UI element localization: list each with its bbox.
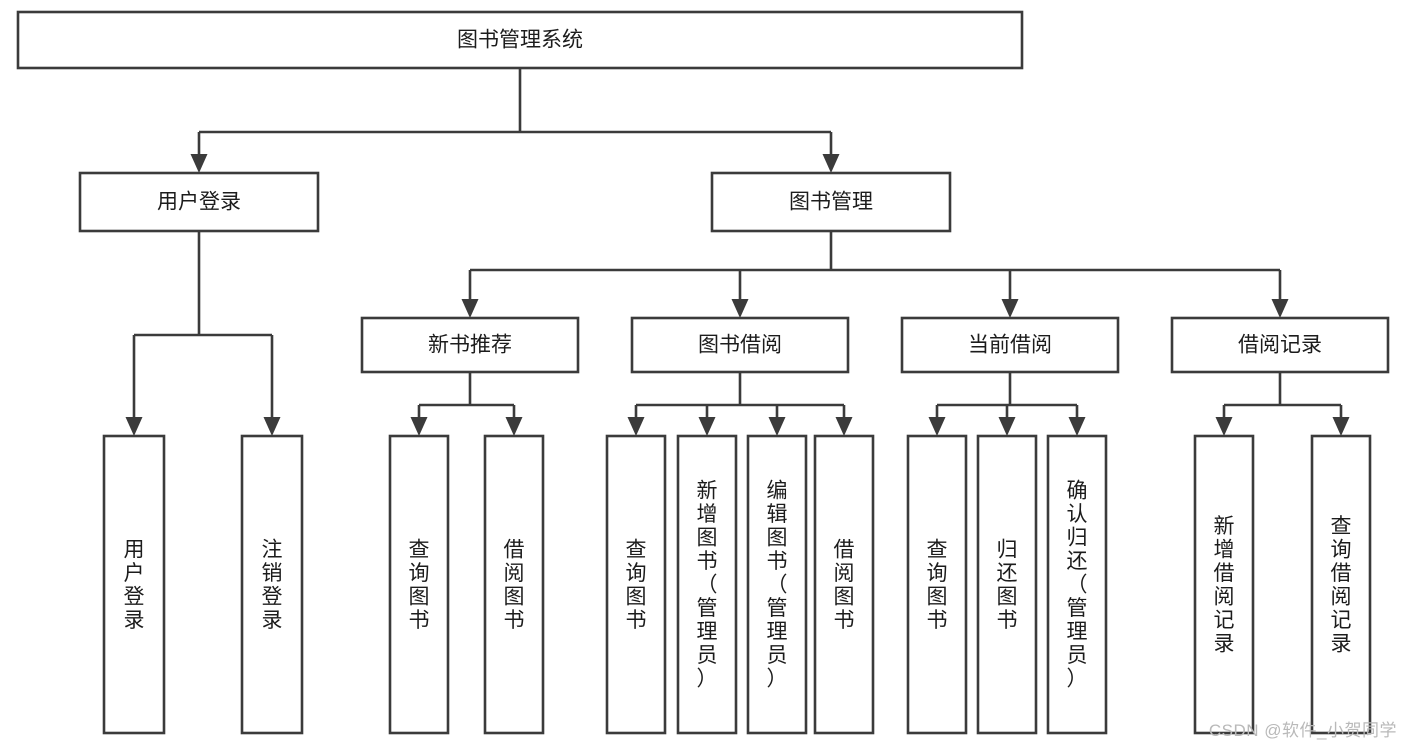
- level2-node-rect[interactable]: [1170, 316, 1390, 374]
- level1-node-label: 用户登录: [157, 191, 241, 214]
- leaf-node-12[interactable]: 新增借阅记录: [1193, 434, 1255, 735]
- level2-node-2[interactable]: 图书借阅: [630, 316, 850, 374]
- leaf-node-rect[interactable]: [483, 434, 545, 735]
- leaf-node-rect[interactable]: [102, 434, 166, 735]
- arrow-head-icon: [1271, 299, 1289, 318]
- level1-node-rect[interactable]: [78, 171, 320, 233]
- leaf-node-label: 查询图书: [409, 538, 430, 632]
- arrow-head-icon: [1332, 417, 1350, 436]
- arrow-head-icon: [998, 417, 1016, 436]
- leaf-node-3[interactable]: 查询图书: [388, 434, 450, 735]
- leaf-node-rect[interactable]: [1046, 434, 1108, 735]
- arrow-head-icon: [768, 417, 786, 436]
- leaf-node-label: 查询图书: [626, 538, 647, 632]
- arrow-head-icon: [190, 154, 208, 173]
- leaf-node-9[interactable]: 查询图书: [906, 434, 968, 735]
- leaf-node-6[interactable]: 新增图书（管理员）: [676, 434, 738, 735]
- level2-node-3[interactable]: 当前借阅: [900, 316, 1120, 374]
- level1-node-label: 图书管理: [789, 191, 873, 214]
- leaf-node-rect[interactable]: [813, 434, 875, 735]
- leaf-node-label: 新增图书（管理员）: [697, 480, 718, 691]
- leaf-node-label: 归还图书: [997, 538, 1018, 632]
- leaf-node-7[interactable]: 编辑图书（管理员）: [746, 434, 808, 735]
- leaf-node-rect[interactable]: [906, 434, 968, 735]
- arrow-head-icon: [1001, 299, 1019, 318]
- level2-node-rect[interactable]: [900, 316, 1120, 374]
- leaf-node-rect[interactable]: [1193, 434, 1255, 735]
- leaf-node-11[interactable]: 确认归还（管理员）: [1046, 434, 1108, 735]
- leaf-node-rect[interactable]: [605, 434, 667, 735]
- level1-node-1[interactable]: 用户登录: [78, 171, 320, 233]
- leaf-node-label: 借阅图书: [504, 538, 525, 632]
- arrow-head-icon: [698, 417, 716, 436]
- level2-node-rect[interactable]: [630, 316, 850, 374]
- leaf-node-rect[interactable]: [746, 434, 808, 735]
- leaf-node-label: 用户登录: [124, 538, 145, 632]
- leaf-node-4[interactable]: 借阅图书: [483, 434, 545, 735]
- level1-node-2[interactable]: 图书管理: [710, 171, 952, 233]
- level2-node-label: 新书推荐: [428, 334, 512, 357]
- leaf-node-label: 借阅图书: [834, 538, 855, 632]
- level2-node-rect[interactable]: [360, 316, 580, 374]
- leaf-node-rect[interactable]: [1310, 434, 1372, 735]
- arrow-head-icon: [928, 417, 946, 436]
- leaf-node-label: 确认归还（管理员）: [1067, 480, 1088, 691]
- leaf-node-label: 新增借阅记录: [1214, 515, 1235, 656]
- arrow-head-icon: [505, 417, 523, 436]
- leaf-node-rect[interactable]: [676, 434, 738, 735]
- level2-node-1[interactable]: 新书推荐: [360, 316, 580, 374]
- leaf-node-rect[interactable]: [976, 434, 1038, 735]
- arrow-head-icon: [835, 417, 853, 436]
- connector-layer: [125, 68, 1350, 436]
- leaf-node-2[interactable]: 注销登录: [240, 434, 304, 735]
- arrow-head-icon: [461, 299, 479, 318]
- leaf-node-13[interactable]: 查询借阅记录: [1310, 434, 1372, 735]
- leaf-node-10[interactable]: 归还图书: [976, 434, 1038, 735]
- root-node-1[interactable]: 图书管理系统: [16, 10, 1024, 70]
- arrow-head-icon: [1068, 417, 1086, 436]
- leaf-node-rect[interactable]: [388, 434, 450, 735]
- root-node-rect[interactable]: [16, 10, 1024, 70]
- level2-node-label: 当前借阅: [968, 334, 1052, 357]
- root-node-label: 图书管理系统: [457, 29, 583, 52]
- arrow-head-icon: [731, 299, 749, 318]
- level1-node-rect[interactable]: [710, 171, 952, 233]
- arrow-head-icon: [822, 154, 840, 173]
- leaf-node-label: 注销登录: [262, 538, 283, 632]
- arrow-head-icon: [1215, 417, 1233, 436]
- level2-node-label: 图书借阅: [698, 334, 782, 357]
- leaf-node-8[interactable]: 借阅图书: [813, 434, 875, 735]
- arrow-head-icon: [410, 417, 428, 436]
- level2-node-label: 借阅记录: [1238, 334, 1322, 357]
- leaf-node-1[interactable]: 用户登录: [102, 434, 166, 735]
- arrow-head-icon: [125, 417, 143, 436]
- leaf-node-rect[interactable]: [240, 434, 304, 735]
- leaf-node-label: 查询借阅记录: [1331, 515, 1352, 656]
- node-layer: 图书管理系统用户登录图书管理新书推荐图书借阅当前借阅借阅记录用户登录注销登录查询…: [16, 10, 1390, 735]
- leaf-node-label: 查询图书: [927, 538, 948, 632]
- leaf-node-5[interactable]: 查询图书: [605, 434, 667, 735]
- arrow-head-icon: [263, 417, 281, 436]
- arrow-head-icon: [627, 417, 645, 436]
- leaf-node-label: 编辑图书（管理员）: [767, 480, 788, 691]
- level2-node-4[interactable]: 借阅记录: [1170, 316, 1390, 374]
